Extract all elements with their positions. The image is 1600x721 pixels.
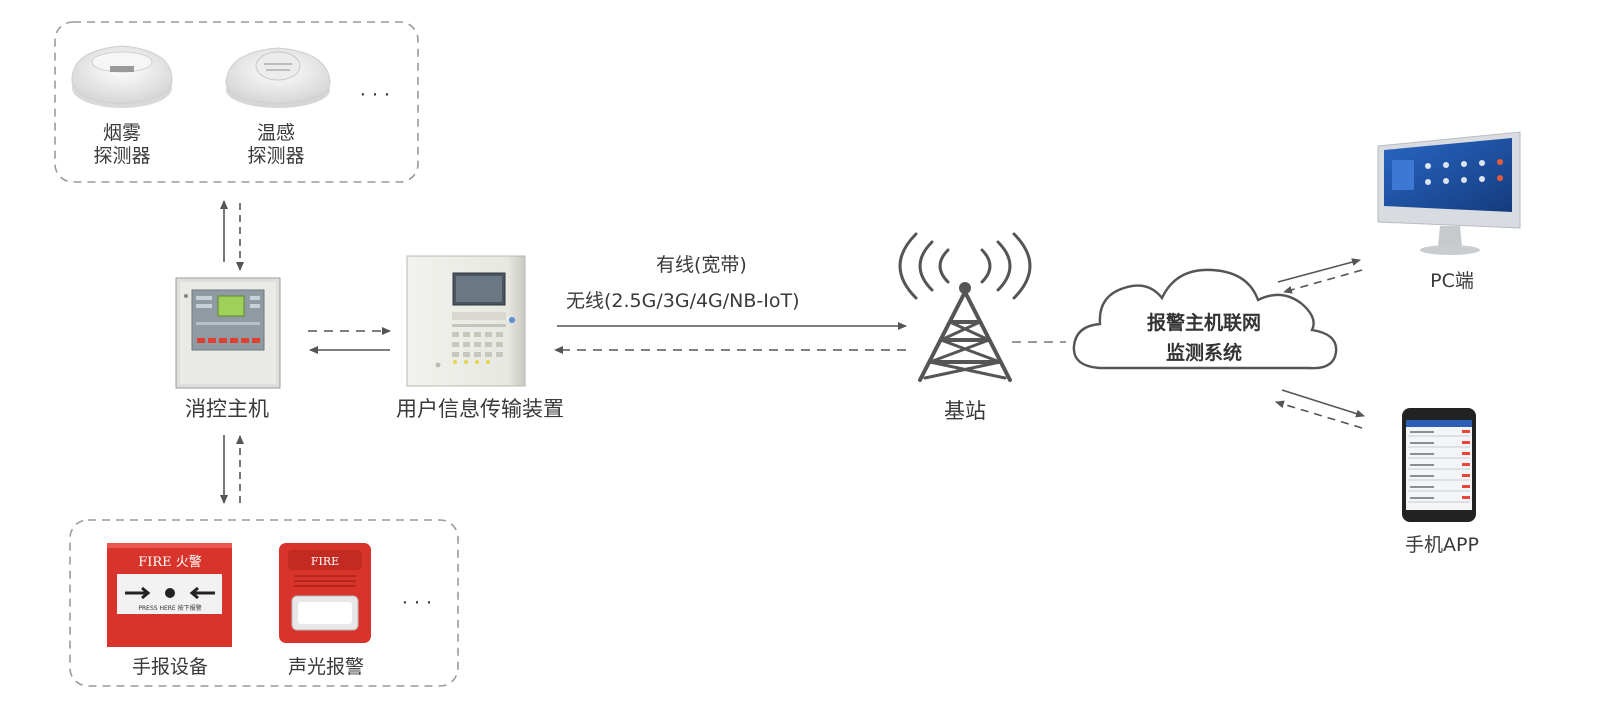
heat-detector-label-line1: 温感 [256, 122, 295, 144]
sounder-strobe-icon: FIRE [279, 543, 371, 643]
link-wired-label: 有线(宽带) [656, 254, 747, 276]
cloud-icon [1072, 268, 1338, 370]
pc-to-cloud-arrow [1283, 269, 1363, 294]
cloud-to-pc-arrow [1277, 258, 1361, 283]
transmission-device-label: 用户信息传输装置 [396, 397, 564, 421]
link-wireless-label: 无线(2.5G/3G/4G/NB-IoT) [566, 290, 800, 312]
heat-detector-label-line2: 探测器 [247, 145, 305, 167]
cloud-label: 报警主机联网 监测系统 [1104, 308, 1304, 368]
cloud-label-line1: 报警主机联网 [1146, 312, 1261, 334]
smoke-detector-icon [71, 45, 173, 108]
control-host-label: 消控主机 [185, 397, 269, 421]
manual-call-point-icon: FIRE 火警 PRESS HERE 按下报警 [107, 543, 232, 647]
detectors-group-box [54, 21, 419, 183]
heat-detector-icon [225, 47, 331, 108]
mobile-phone-icon [1402, 408, 1476, 522]
smoke-detector-label-line2: 探测器 [93, 145, 151, 167]
alarm-devices-group-box [69, 519, 459, 687]
fire-control-host-icon [175, 277, 281, 389]
sounder-strobe-fire-text: FIRE [311, 555, 339, 568]
manual-call-point-label: 手报设备 [131, 656, 208, 678]
smoke-detector-label-line1: 烟雾 [102, 122, 141, 144]
smoke-detector-label: 烟雾 探测器 [82, 122, 162, 168]
base-station-label: 基站 [944, 399, 986, 423]
heat-detector-label: 温感 探测器 [236, 122, 316, 168]
manual-call-point-fire-text: FIRE 火警 [138, 554, 202, 570]
phone-to-cloud-arrow [1275, 400, 1363, 429]
pc-label: PC端 [1430, 270, 1474, 292]
base-station-tower-icon [898, 232, 1032, 382]
cloud-label-line2: 监测系统 [1165, 342, 1242, 364]
sounder-strobe-label: 声光报警 [287, 656, 364, 678]
alarms-more-ellipsis: · · · [401, 592, 433, 614]
mobile-app-label: 手机APP [1405, 534, 1479, 556]
manual-call-point-press-text: PRESS HERE 按下报警 [138, 604, 201, 612]
cloud-to-phone-arrow [1281, 389, 1365, 418]
pc-monitor-icon [1377, 131, 1521, 255]
detectors-more-ellipsis: · · · [359, 84, 391, 106]
transmission-device-icon [406, 255, 526, 387]
